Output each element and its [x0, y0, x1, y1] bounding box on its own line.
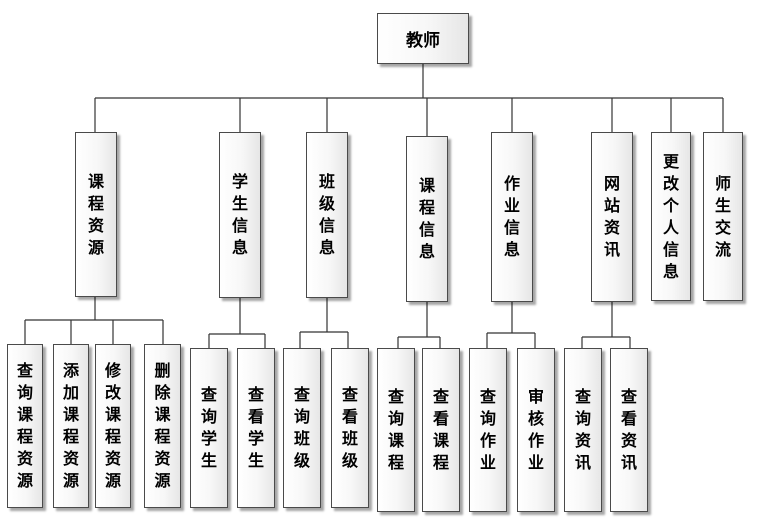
module-course-resources: 课程资源	[75, 132, 117, 297]
module-label: 学生信息	[231, 172, 248, 257]
module-class-info: 班级信息	[306, 132, 348, 298]
leaf-review-homework: 审核作业	[517, 348, 555, 512]
root-node: 教师	[377, 13, 469, 64]
module-site-news: 网站资讯	[591, 132, 633, 302]
leaf-label: 查询课程	[387, 387, 404, 472]
leaf-delete-course-resources: 删除课程资源	[144, 344, 181, 508]
leaf-label: 删除课程资源	[154, 361, 171, 490]
leaf-view-classes: 查看班级	[331, 348, 369, 508]
leaf-label: 修改课程资源	[104, 361, 121, 490]
leaf-view-news: 查看资讯	[610, 348, 648, 512]
module-teacher-student-exchange: 师生交流	[703, 132, 743, 301]
leaf-label: 添加课程资源	[62, 361, 79, 490]
leaf-label: 查询学生	[200, 385, 217, 470]
leaf-query-students: 查询学生	[190, 348, 228, 508]
leaf-label: 查询班级	[293, 385, 310, 470]
module-label: 作业信息	[503, 174, 520, 259]
module-label: 更改个人信息	[662, 151, 679, 281]
leaf-query-course-resources: 查询课程资源	[7, 344, 43, 508]
leaf-view-courses: 查看课程	[422, 348, 460, 512]
leaf-query-classes: 查询班级	[283, 348, 321, 508]
leaf-label: 查询作业	[479, 387, 496, 472]
module-course-info: 课程信息	[406, 136, 448, 302]
module-edit-profile: 更改个人信息	[651, 132, 691, 301]
root-label: 教师	[406, 31, 440, 51]
module-homework-info: 作业信息	[491, 132, 533, 302]
module-label: 课程资源	[87, 171, 104, 257]
leaf-label: 查看学生	[247, 385, 264, 470]
leaf-label: 审核作业	[527, 387, 544, 472]
module-label: 师生交流	[714, 173, 731, 259]
leaf-label: 查看班级	[341, 385, 358, 470]
leaf-edit-course-resources: 修改课程资源	[95, 344, 131, 508]
module-label: 课程信息	[418, 176, 435, 261]
leaf-view-students: 查看学生	[237, 348, 275, 508]
leaf-label: 查询资讯	[574, 387, 591, 472]
leaf-query-homework: 查询作业	[469, 348, 507, 512]
leaf-query-courses: 查询课程	[377, 348, 415, 512]
module-student-info: 学生信息	[219, 132, 261, 298]
leaf-label: 查看资讯	[620, 387, 637, 472]
leaf-add-course-resources: 添加课程资源	[53, 344, 89, 508]
module-label: 网站资讯	[603, 174, 620, 259]
leaf-label: 查看课程	[432, 387, 449, 472]
module-label: 班级信息	[318, 172, 335, 257]
leaf-query-news: 查询资讯	[564, 348, 602, 512]
leaf-label: 查询课程资源	[16, 361, 33, 490]
